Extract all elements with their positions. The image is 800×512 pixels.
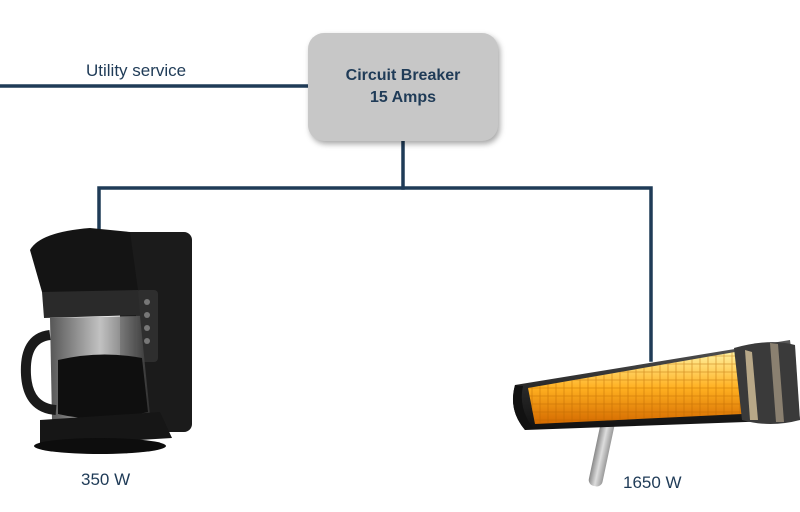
coffee-maker-power-label: 350 W — [81, 470, 131, 489]
space-heater-icon — [512, 340, 800, 487]
space-heater-power-label: 1650 W — [623, 473, 682, 492]
utility-service-label: Utility service — [86, 61, 187, 80]
breaker-title: Circuit Breaker — [345, 67, 461, 84]
circuit-breaker-box: Circuit Breaker 15 Amps — [308, 33, 498, 141]
breaker-rating: 15 Amps — [369, 89, 437, 106]
coffee-maker-icon — [20, 228, 192, 454]
branch-wire — [97, 186, 653, 362]
